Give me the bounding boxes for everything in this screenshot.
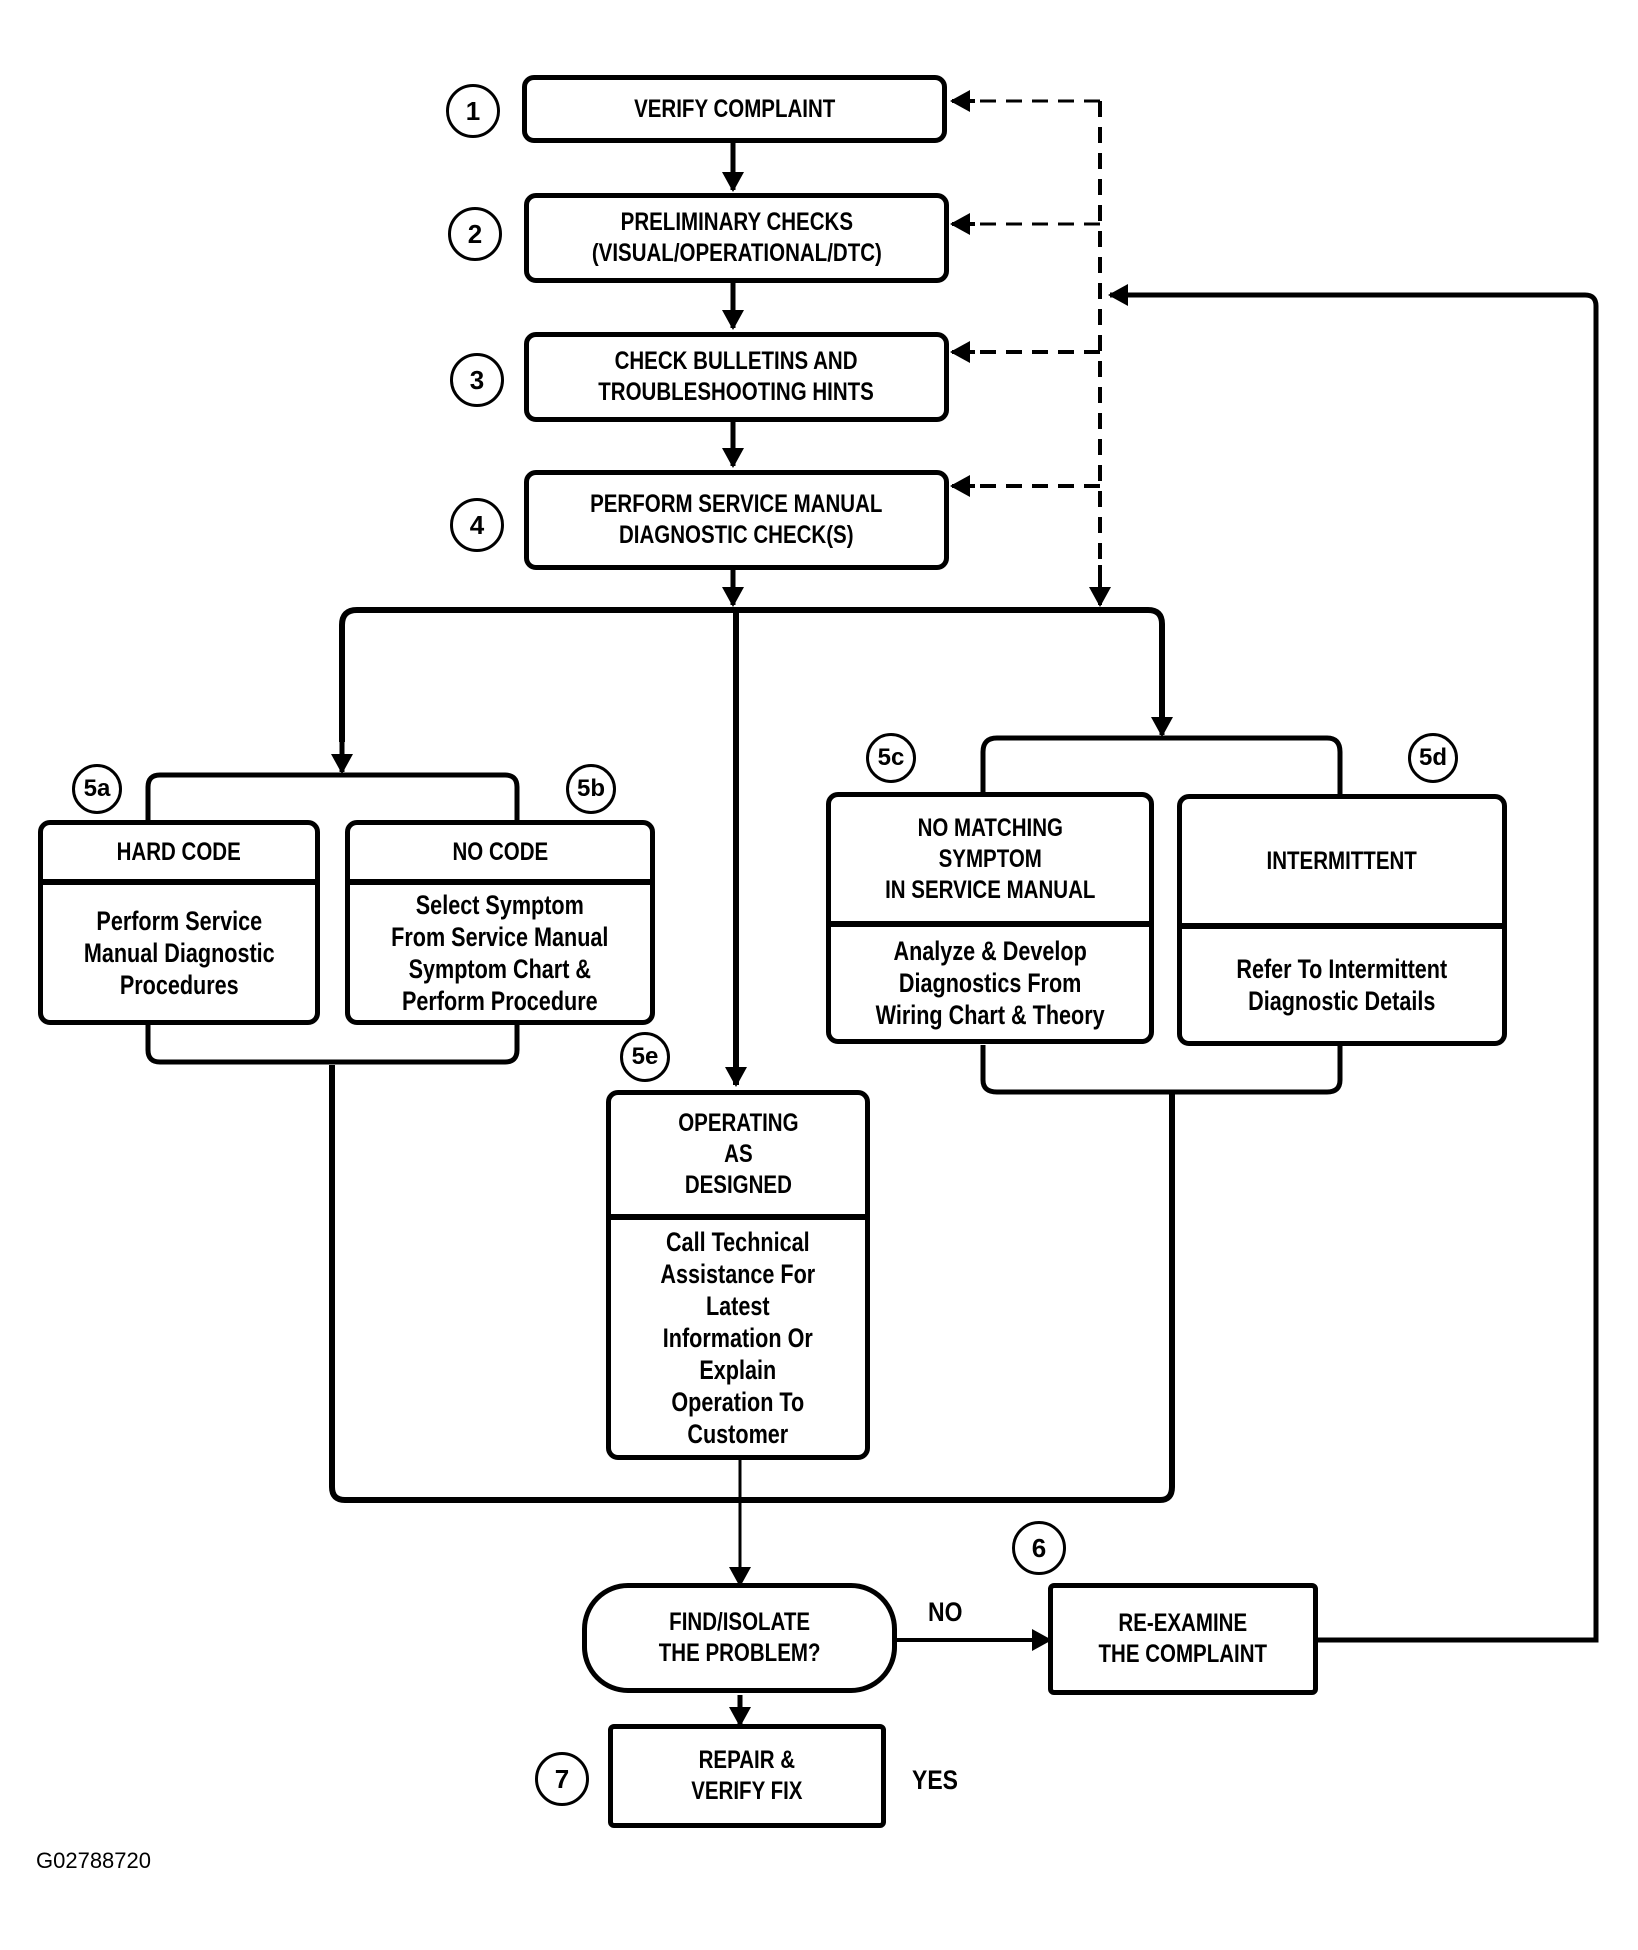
branch-bar	[339, 607, 1165, 742]
branch-no-code: NO CODE Select Symptom From Service Manu…	[345, 820, 655, 1025]
branch-no-matching-symptom: NO MATCHING SYMPTOM IN SERVICE MANUAL An…	[826, 792, 1154, 1044]
step-perform-diagnostic: PERFORM SERVICE MANUAL DIAGNOSTIC CHECK(…	[524, 470, 949, 570]
branch-body: Perform Service Manual Diagnostic Proced…	[43, 885, 315, 1020]
step-text: REPAIR & VERIFY FIX	[691, 1746, 803, 1805]
step-number-5a: 5a	[72, 764, 122, 814]
step-text: PERFORM SERVICE MANUAL DIAGNOSTIC CHECK(…	[590, 490, 883, 549]
branch-description: Call Technical Assistance For Latest Inf…	[660, 1226, 816, 1449]
step-text: VERIFY COMPLAINT	[633, 94, 836, 123]
bracket-5cd-top	[980, 735, 1343, 795]
step-text: CHECK BULLETINS AND TROUBLESHOOTING HINT…	[598, 347, 875, 406]
branch-description: Select Symptom From Service Manual Sympt…	[391, 889, 609, 1016]
branch-header: NO MATCHING SYMPTOM IN SERVICE MANUAL	[831, 797, 1149, 927]
branch-hard-code: HARD CODE Perform Service Manual Diagnos…	[38, 820, 320, 1025]
branch-title: OPERATING AS DESIGNED	[677, 1109, 799, 1199]
step-number-text: 5a	[83, 775, 111, 802]
branch-description: Analyze & Develop Diagnostics From Wirin…	[875, 936, 1105, 1030]
branch-body: Call Technical Assistance For Latest Inf…	[611, 1220, 865, 1455]
no-label: NO	[928, 1597, 963, 1627]
branch-header: INTERMITTENT	[1182, 799, 1502, 929]
step-number-text: 1	[465, 95, 481, 126]
step-number-text: 7	[554, 1763, 570, 1794]
figure-id: G02788720	[36, 1848, 151, 1873]
step-text: RE-EXAMINE THE COMPLAINT	[1098, 1609, 1268, 1668]
branch-title: HARD CODE	[116, 837, 242, 866]
decision-find-isolate: FIND/ISOLATE THE PROBLEM?	[582, 1583, 897, 1693]
bracket-5ab-top	[145, 772, 520, 825]
step-number-1: 1	[446, 84, 500, 138]
step-repair-verify: REPAIR & VERIFY FIX	[608, 1724, 886, 1828]
decision-text: FIND/ISOLATE THE PROBLEM?	[658, 1608, 821, 1667]
return-path	[1115, 292, 1599, 1643]
step-number-text: 5d	[1418, 744, 1447, 771]
branch-body: Refer To Intermittent Diagnostic Details	[1182, 929, 1502, 1041]
step-re-examine: RE-EXAMINE THE COMPLAINT	[1048, 1583, 1318, 1695]
step-number-2: 2	[448, 207, 502, 261]
step-number-text: 5b	[576, 775, 605, 802]
step-text: PRELIMINARY CHECKS (VISUAL/OPERATIONAL/D…	[591, 208, 882, 267]
branch-title: NO CODE	[452, 837, 548, 866]
branch-title: INTERMITTENT	[1266, 846, 1418, 875]
step-number-text: 5e	[631, 1043, 659, 1070]
branch-body: Analyze & Develop Diagnostics From Wirin…	[831, 927, 1149, 1039]
step-number-5b: 5b	[566, 764, 616, 814]
step-preliminary-checks: PRELIMINARY CHECKS (VISUAL/OPERATIONAL/D…	[524, 193, 949, 283]
step-verify-complaint: VERIFY COMPLAINT	[522, 75, 947, 143]
step-number-text: 3	[469, 364, 485, 395]
branch-body: Select Symptom From Service Manual Sympt…	[350, 885, 650, 1020]
step-check-bulletins: CHECK BULLETINS AND TROUBLESHOOTING HINT…	[524, 332, 949, 422]
branch-description: Refer To Intermittent Diagnostic Details	[1236, 954, 1448, 1016]
step-number-5d: 5d	[1408, 733, 1458, 783]
branch-title: NO MATCHING SYMPTOM IN SERVICE MANUAL	[884, 813, 1096, 904]
bracket-5ab-bottom	[145, 1020, 520, 1065]
step-number-5e: 5e	[620, 1032, 670, 1082]
step-number-text: 4	[469, 509, 485, 540]
branch-description: Perform Service Manual Diagnostic Proced…	[83, 905, 275, 1000]
branch-header: NO CODE	[350, 825, 650, 885]
step-number-3: 3	[450, 353, 504, 407]
step-number-text: 5c	[877, 744, 905, 771]
branch-intermittent: INTERMITTENT Refer To Intermittent Diagn…	[1177, 794, 1507, 1046]
step-number-text: 2	[467, 218, 483, 249]
yes-label: YES	[912, 1765, 958, 1795]
branch-header: HARD CODE	[43, 825, 315, 885]
branch-header: OPERATING AS DESIGNED	[611, 1095, 865, 1220]
step-number-text: 6	[1031, 1532, 1047, 1563]
branch-operating-as-designed: OPERATING AS DESIGNED Call Technical Ass…	[606, 1090, 870, 1460]
merge-loop	[329, 1065, 1175, 1503]
step-number-7: 7	[535, 1752, 589, 1806]
bracket-5cd-bottom	[980, 1045, 1343, 1095]
step-number-4: 4	[450, 498, 504, 552]
step-number-6: 6	[1012, 1521, 1066, 1575]
step-number-5c: 5c	[866, 733, 916, 783]
